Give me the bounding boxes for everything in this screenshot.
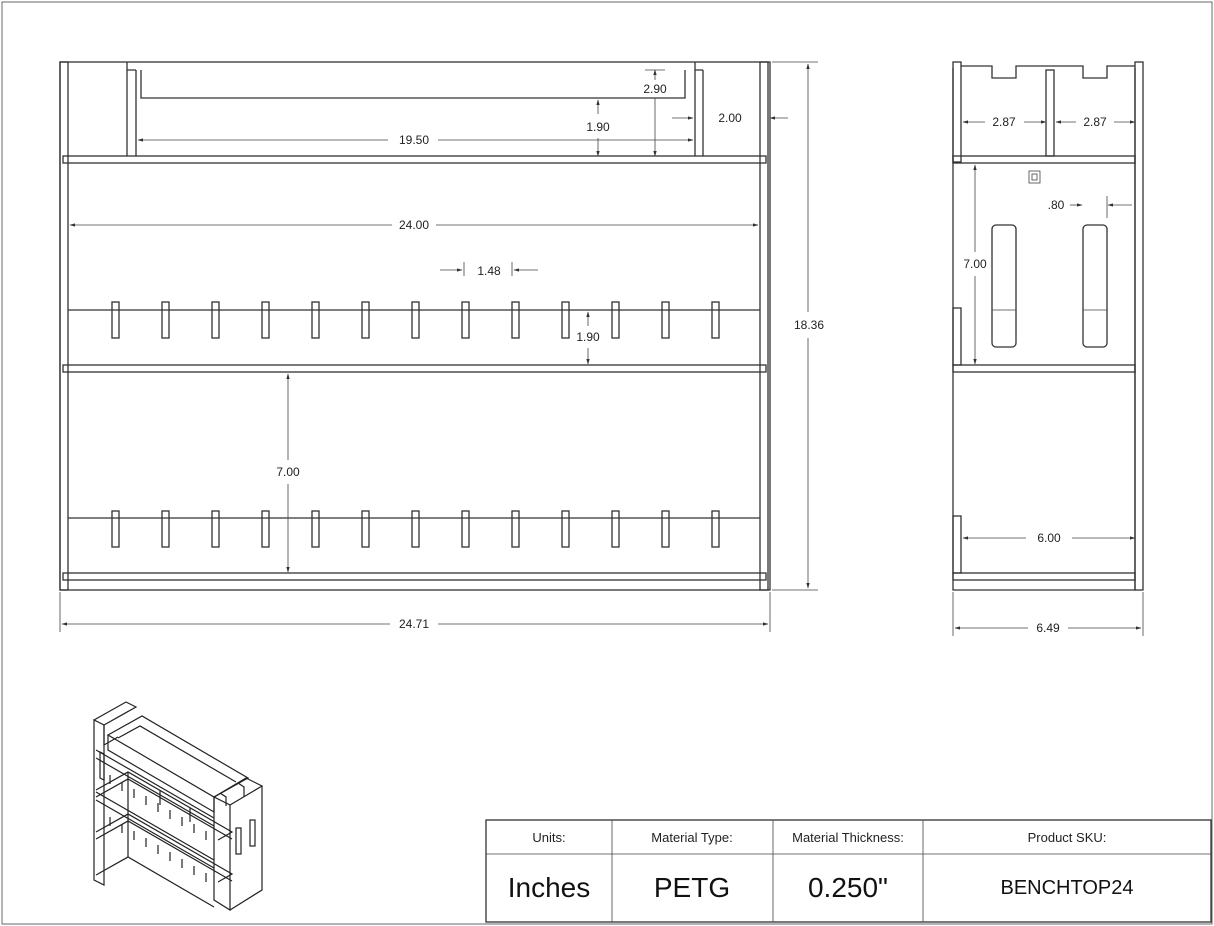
side-bottom-lip <box>952 515 962 574</box>
side-middle-shelf <box>952 364 1136 373</box>
material-type-label: Material Type: <box>651 830 732 845</box>
dim-mid-rail-height: 1.90 <box>576 330 600 344</box>
peg <box>611 510 620 548</box>
side-slot-left <box>991 224 1017 348</box>
side-slot-right <box>1082 224 1108 348</box>
peg <box>561 510 570 548</box>
front-tray-opening <box>140 70 686 99</box>
isometric-view <box>93 701 263 912</box>
dim-shelf-gap: 7.00 <box>276 465 300 479</box>
dim-tray-width: 19.50 <box>399 133 429 147</box>
side-top-shelf <box>952 155 1136 164</box>
peg <box>411 301 420 339</box>
side-hole <box>1028 170 1041 184</box>
dim-tray-depth: 2.90 <box>643 82 667 96</box>
peg <box>711 510 720 548</box>
side-back-post <box>1134 61 1144 591</box>
peg <box>711 301 720 339</box>
front-right-post <box>759 61 769 591</box>
peg <box>111 301 120 339</box>
product-sku-value: BENCHTOP24 <box>1000 877 1133 899</box>
front-tray-right-wall <box>694 62 704 156</box>
peg <box>361 510 370 548</box>
dim-base-depth: 6.00 <box>1037 531 1061 545</box>
units-label: Units: <box>532 830 565 845</box>
peg <box>211 301 220 339</box>
peg <box>611 301 620 339</box>
dim-side-width: 2.00 <box>718 111 742 125</box>
side-bottom-shelf <box>952 572 1136 581</box>
peg <box>361 301 370 339</box>
peg <box>461 510 470 548</box>
side-divider <box>1045 69 1055 157</box>
dim-left-pocket: 2.87 <box>992 115 1016 129</box>
peg <box>261 510 270 548</box>
front-lower-pegs <box>111 510 720 548</box>
peg <box>511 301 520 339</box>
peg <box>261 301 270 339</box>
front-top-shelf <box>62 155 767 164</box>
side-view: 2.87 2.87 .80 7.00 6.00 6.49 <box>952 61 1144 636</box>
dim-side-shelf-gap: 7.00 <box>963 257 987 271</box>
material-type-value: PETG <box>654 872 730 903</box>
side-front-post-top <box>952 61 962 163</box>
material-thickness-value: 0.250" <box>808 872 888 903</box>
peg <box>661 510 670 548</box>
peg <box>211 510 220 548</box>
front-upper-pegs <box>111 301 720 339</box>
front-tray-left-wall <box>126 62 137 156</box>
dim-overall-depth: 6.49 <box>1036 621 1060 635</box>
dim-overall-width: 24.71 <box>399 617 429 631</box>
dim-right-pocket: 2.87 <box>1083 115 1107 129</box>
side-top-notches <box>961 65 1135 79</box>
peg <box>161 510 170 548</box>
front-view: 24.71 18.36 24.00 19.50 1.90 2.90 2.00 <box>59 61 824 632</box>
peg <box>311 510 320 548</box>
front-left-post <box>59 61 69 591</box>
dim-inner-width: 24.00 <box>399 218 429 232</box>
title-block: Units: Material Type: Material Thickness… <box>485 819 1212 923</box>
peg <box>561 301 570 339</box>
title-block-frame <box>485 819 1212 923</box>
front-middle-shelf <box>62 364 767 373</box>
peg <box>661 301 670 339</box>
peg <box>311 301 320 339</box>
side-mid-lip <box>952 307 962 366</box>
dim-peg-spacing: 1.48 <box>477 264 501 278</box>
dim-slot-width: .80 <box>1048 198 1065 212</box>
peg <box>161 301 170 339</box>
peg <box>111 510 120 548</box>
material-thickness-label: Material Thickness: <box>792 830 904 845</box>
peg <box>411 510 420 548</box>
peg <box>511 510 520 548</box>
front-bottom-shelf <box>62 572 767 581</box>
dim-top-rail-height: 1.90 <box>586 120 610 134</box>
dim-overall-height: 18.36 <box>794 318 824 332</box>
product-sku-label: Product SKU: <box>1028 830 1107 845</box>
units-value: Inches <box>508 872 591 903</box>
side-outline <box>952 68 1136 591</box>
peg <box>461 301 470 339</box>
